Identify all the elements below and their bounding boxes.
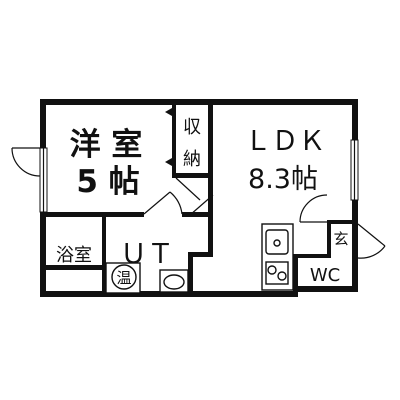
water-heater-label: 温 (116, 269, 131, 287)
interior-walls (44, 105, 357, 296)
kitchen-counter (261, 223, 294, 291)
ldk-size: 8.3帖 (248, 164, 318, 195)
entrance-label: 玄 (333, 230, 348, 248)
western-room-size: 5 帖 (76, 164, 139, 200)
storage-label-2: 納 (183, 149, 201, 170)
ldk-name: ＬＤＫ (245, 126, 326, 157)
western-room-name: 洋 室 (70, 127, 143, 163)
storage-label-1: 収 (183, 117, 201, 138)
windows (39, 139, 359, 213)
door-swings (11, 147, 386, 259)
bathroom-label: 浴室 (56, 245, 92, 266)
water-heater-marker (111, 264, 137, 290)
closet-marks (165, 108, 172, 166)
utility-label: ＵＴ (120, 239, 174, 270)
toilet-label: WC (310, 265, 340, 286)
